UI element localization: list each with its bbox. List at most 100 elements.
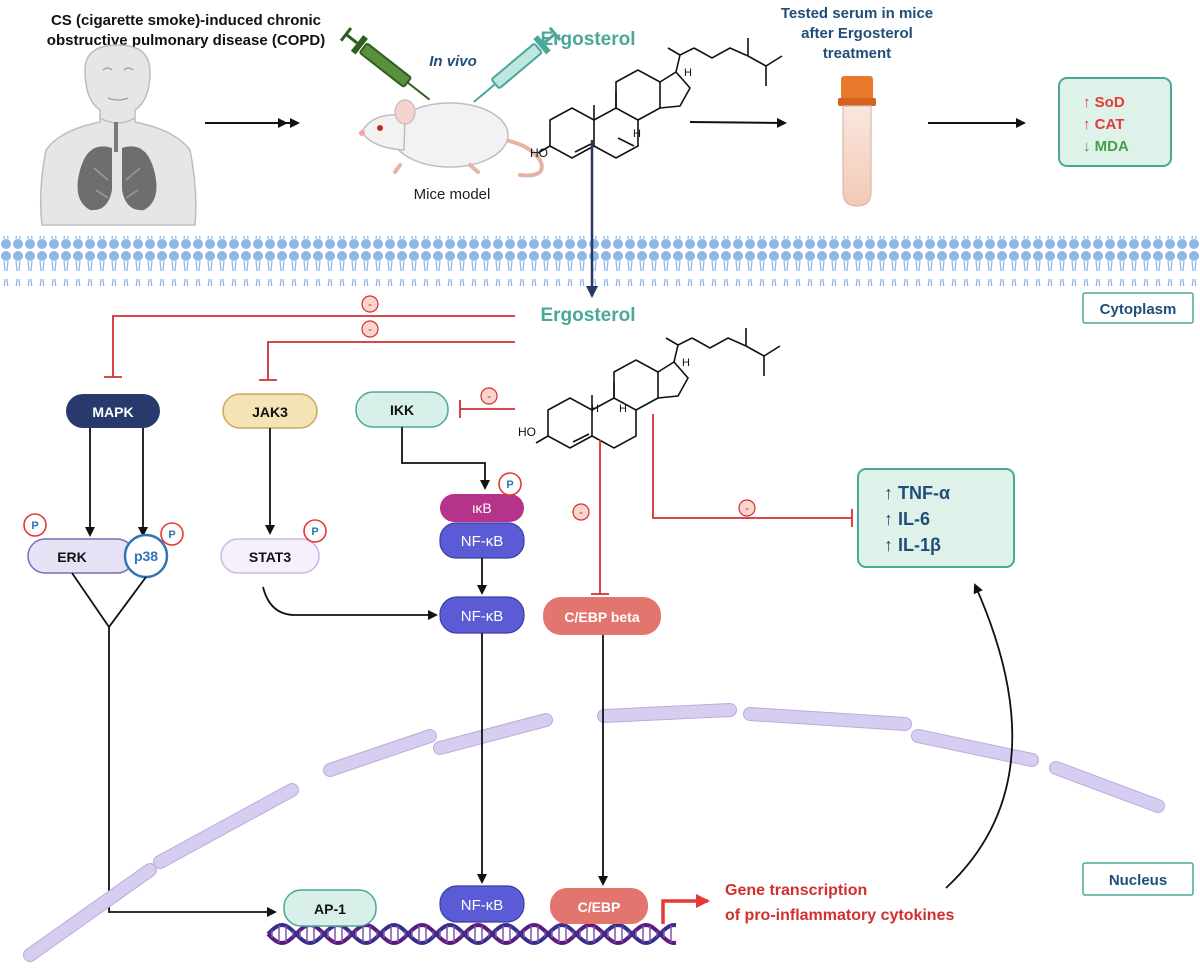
ergosterol-title-top: Ergosterol	[540, 29, 635, 50]
up-arrow-icon: ↑	[884, 483, 898, 503]
h-label-top: H	[684, 67, 692, 79]
svg-text:IKK: IKK	[390, 402, 414, 418]
serum-title: Tested serum in mice after Ergosterol tr…	[781, 5, 933, 62]
cytokine-il1: ↑ IL-1β	[884, 535, 941, 555]
arrow-gene-to-cytokines	[945, 583, 1014, 889]
phospho-icon: P	[303, 519, 327, 543]
ergosterol-structure-top	[537, 38, 783, 159]
svg-text:-: -	[745, 501, 749, 515]
svg-text:P: P	[506, 479, 513, 491]
svg-text:Gene transcription: Gene transcription	[725, 882, 867, 899]
svg-text:-: -	[368, 322, 372, 336]
svg-text:Nucleus: Nucleus	[1109, 872, 1167, 889]
h-label-top-2: H	[633, 128, 641, 140]
dna-helix	[266, 922, 677, 946]
marker-arrow-icon: ↑	[1083, 116, 1095, 133]
svg-text:p38: p38	[134, 548, 158, 564]
svg-text:P: P	[168, 529, 175, 541]
mice-model-label: Mice model	[414, 186, 491, 203]
ikb-node: ικB	[440, 494, 524, 522]
svg-text:P: P	[31, 520, 38, 532]
h-label-cell-2: H	[591, 403, 599, 415]
cytoplasm-label: Cytoplasm	[1082, 292, 1194, 324]
svg-text:ERK: ERK	[57, 549, 87, 565]
cebp-beta-node: C/EBP beta	[543, 597, 661, 635]
inhibit-cytokines-line	[652, 414, 852, 519]
copd-title: CS (cigarette smoke)-induced chronic obs…	[47, 12, 325, 49]
ergosterol-title-cell: Ergosterol	[540, 305, 635, 326]
svg-text:MAPK: MAPK	[92, 404, 133, 420]
inhibition-symbols: - - - - -	[361, 295, 756, 521]
svg-text:CS (cigarette smoke)-induced c: CS (cigarette smoke)-induced chronic	[51, 12, 321, 29]
gene-transcription-label: Gene transcription of pro-inflammatory c…	[725, 882, 954, 924]
marker-arrow-icon: ↑	[1083, 94, 1095, 111]
teal-syringe-icon	[473, 26, 562, 103]
transcription-arrow	[661, 894, 710, 924]
ap1-node: AP-1	[283, 889, 377, 927]
svg-text:treatment: treatment	[823, 45, 891, 62]
svg-text:of pro-inflammatory cytokines: of pro-inflammatory cytokines	[725, 907, 954, 924]
phosphorylation-symbols: P P P P	[23, 472, 522, 546]
inhibit-jak3-line	[267, 341, 515, 380]
arrow-mouse-to-serum	[689, 117, 787, 128]
arrow-ikk-ikb	[401, 427, 490, 490]
cebp-nucleus-node: C/EBP	[550, 888, 648, 924]
arrow-to-ap1	[108, 627, 277, 917]
phospho-icon: P	[498, 472, 522, 496]
inhibit-minus-icon: -	[361, 295, 379, 313]
svg-text:-: -	[487, 389, 491, 403]
svg-text:NF-κB: NF-κB	[461, 897, 504, 914]
marker-arrow-icon: ↓	[1083, 138, 1095, 155]
svg-text:after Ergosterol: after Ergosterol	[801, 25, 913, 42]
svg-text:STAT3: STAT3	[249, 549, 291, 565]
human-lungs-icon	[39, 44, 197, 226]
up-arrow-icon: ↑	[884, 535, 898, 555]
nuclear-envelope	[23, 703, 1165, 962]
svg-text:AP-1: AP-1	[314, 901, 346, 917]
ho-label-cell: HO	[518, 425, 536, 439]
inhibit-mapk-line	[112, 315, 515, 377]
nucleus-label: Nucleus	[1082, 862, 1194, 896]
oxidative-markers-box: ↑ SoD ↑ CAT ↓ MDA	[1058, 77, 1172, 167]
svg-text:Tested serum in mice: Tested serum in mice	[781, 5, 933, 22]
h-label-cell-1: H	[682, 357, 690, 369]
in-vivo-label: In vivo	[429, 53, 477, 70]
phospho-icon: P	[160, 522, 184, 546]
inhibit-minus-icon: -	[738, 499, 756, 517]
cytokine-tnf: ↑ TNF-α	[884, 483, 950, 503]
inhibit-minus-icon: -	[480, 387, 498, 405]
erk-p38-merge	[71, 572, 147, 629]
mapk-node: MAPK	[66, 394, 160, 428]
jak3-node: JAK3	[222, 393, 318, 429]
svg-text:JAK3: JAK3	[252, 404, 288, 420]
green-syringe-icon	[339, 27, 431, 101]
svg-text:Cytoplasm: Cytoplasm	[1100, 301, 1177, 318]
svg-text:NF-κB: NF-κB	[461, 533, 504, 550]
nfkb-cytoplasm-node: NF-κB	[439, 596, 525, 634]
stat3-node: STAT3	[220, 538, 320, 574]
cytokine-il6: ↑ IL-6	[884, 509, 930, 529]
serum-tube-icon	[838, 76, 876, 207]
marker-cat: ↑ CAT	[1083, 116, 1124, 133]
svg-text:obstructive pulmonary disease: obstructive pulmonary disease (COPD)	[47, 32, 325, 49]
inhibition-lines	[104, 315, 853, 595]
svg-text:P: P	[311, 526, 318, 538]
marker-sod: ↑ SoD	[1083, 94, 1125, 111]
svg-text:C/EBP: C/EBP	[578, 899, 621, 915]
ikk-node: IKK	[355, 391, 449, 428]
cytokines-box: ↑ TNF-α ↑ IL-6 ↑ IL-1β	[857, 468, 1015, 568]
up-arrow-icon: ↑	[884, 509, 898, 529]
h-label-cell-3: H	[619, 403, 627, 415]
cell-membrane	[0, 236, 1200, 286]
mouse-icon	[359, 99, 544, 178]
svg-text:C/EBP beta: C/EBP beta	[564, 609, 639, 625]
svg-text:-: -	[368, 297, 372, 311]
phospho-icon: P	[23, 513, 47, 537]
inhibit-minus-icon: -	[572, 503, 590, 521]
ergosterol-structure-cell	[535, 328, 781, 449]
p38-node: p38	[123, 533, 169, 579]
marker-mda: ↓ MDA	[1083, 138, 1129, 155]
nfkb-nucleus-node: NF-κB	[439, 885, 525, 923]
ho-label-top: HO	[530, 146, 548, 160]
